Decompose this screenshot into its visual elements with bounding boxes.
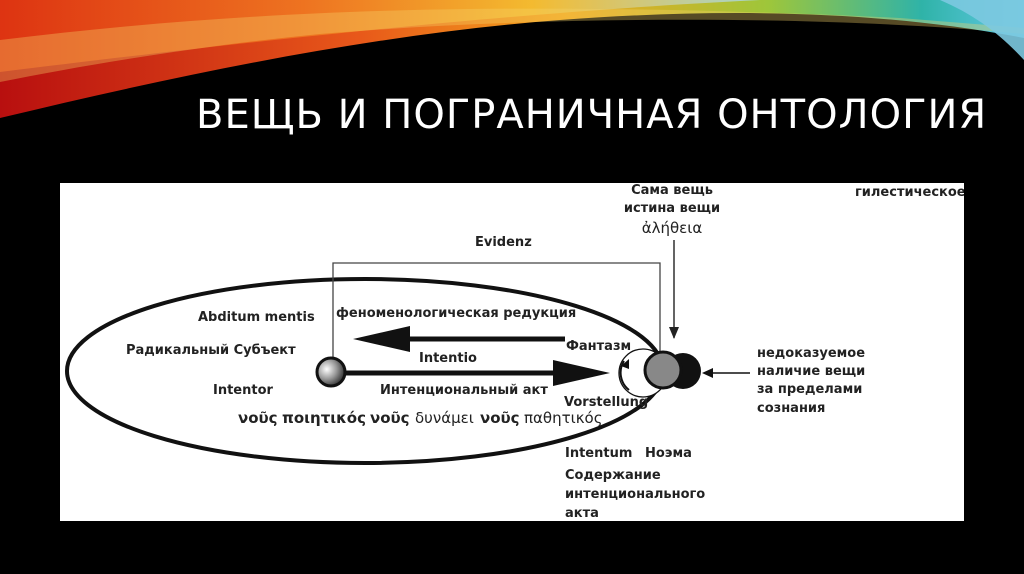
label-fantazm: Фантазм xyxy=(566,339,631,354)
label-nous-1: νοῦς xyxy=(238,409,278,427)
label-soderzhanie-1: Содержание xyxy=(565,468,661,483)
label-nous-2: νοῦς xyxy=(370,409,410,427)
label-reduktsiya: феноменологическая редукция xyxy=(336,306,576,321)
label-vorstellung: Vorstellung xyxy=(564,395,648,410)
label-dynamei: δυνάμει xyxy=(415,409,474,427)
label-intentsionalnyi-akt: Интенциональный акт xyxy=(380,383,548,398)
label-nedokazuemoe-1: недоказуемое xyxy=(757,346,865,361)
subject-ball xyxy=(317,358,345,386)
label-intentor: Intentor xyxy=(213,383,274,398)
label-soderzhanie-3: акта xyxy=(565,506,599,521)
label-nedokazuemoe-4: сознания xyxy=(757,401,825,416)
diagram-panel: Сама вещь истина вещи ἀλήθεια гилестичес… xyxy=(60,183,964,521)
label-pathetikos: παθητικός xyxy=(524,409,603,427)
label-radikalnyi-subekt: Радикальный Субъект xyxy=(126,343,296,358)
label-abditum-mentis: Abditum mentis xyxy=(198,310,315,325)
label-noema: Ноэма xyxy=(645,446,692,461)
reduction-arrow-head xyxy=(353,326,410,352)
label-poietikos: ποιητικός xyxy=(282,409,366,427)
label-evidenz: Evidenz xyxy=(475,235,532,250)
label-nous-3: νοῦς xyxy=(480,409,520,427)
label-gilesticheskoe: гилестическое xyxy=(855,185,964,200)
slide-title: ВЕЩЬ И ПОГРАНИЧНАЯ ОНТОЛОГИЯ xyxy=(196,92,987,138)
label-intentio: Intentio xyxy=(419,351,477,366)
label-soderzhanie-2: интенционального xyxy=(565,487,705,502)
label-aletheia: ἀλήθεια xyxy=(642,219,703,237)
truth-pointer-head xyxy=(669,327,679,339)
noema-circle xyxy=(645,352,681,388)
external-pointer-head xyxy=(702,368,713,378)
intentional-act-arrow-head xyxy=(553,360,610,386)
label-nedokazuemoe-3: за пределами xyxy=(757,382,862,397)
label-nedokazuemoe-2: наличие вещи xyxy=(757,364,865,379)
label-istina-veshchi: истина вещи xyxy=(624,201,720,216)
ontology-diagram: Сама вещь истина вещи ἀλήθεια гилестичес… xyxy=(60,183,964,521)
label-sama-veshch: Сама вещь xyxy=(631,183,713,198)
label-intentum: Intentum xyxy=(565,446,632,461)
